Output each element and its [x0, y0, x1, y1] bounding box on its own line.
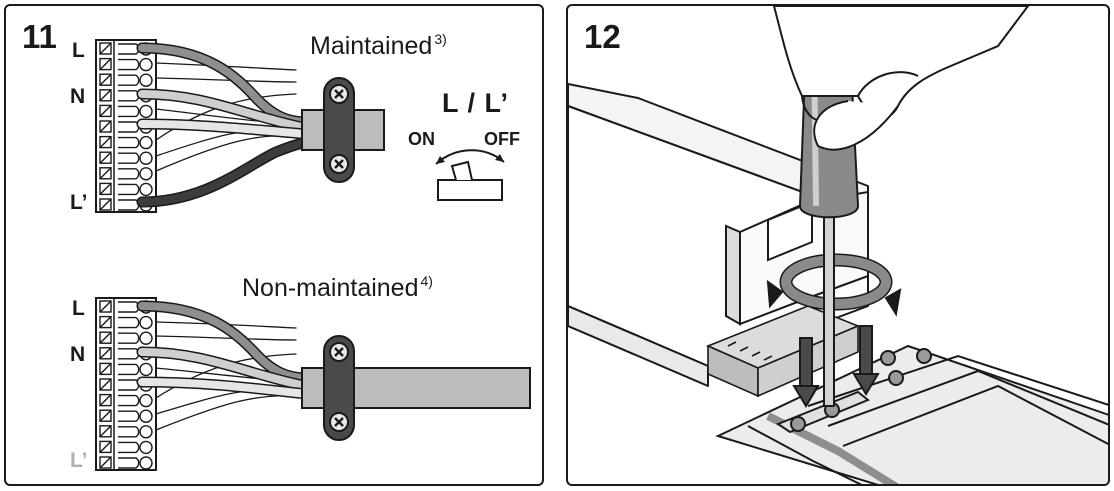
terminal-wire-entry: [118, 441, 140, 454]
terminal-label-lprime-non-maintained: L’: [70, 449, 88, 472]
terminal-clamp: [139, 167, 153, 181]
terminal-label-n-non-maintained: N: [70, 343, 86, 366]
terminal-clamp: [139, 104, 153, 119]
terminal-wire-entry: [118, 136, 140, 149]
cable-maintained: [301, 77, 385, 183]
terminal-wire-entry: [118, 316, 140, 329]
terminal-label-n: N: [70, 85, 86, 108]
step-number-11: 11: [22, 18, 57, 55]
terminal-slot-mark: [99, 58, 112, 71]
terminal-slot-mark: [99, 42, 112, 55]
terminal-clamp: [139, 182, 153, 197]
switch-on-label: ON: [408, 129, 435, 149]
terminal-wire-entry: [118, 363, 140, 376]
switch-off-label: OFF: [484, 129, 520, 149]
terminal-wire-entry: [118, 426, 140, 438]
strain-relief-clamp: [775, 348, 932, 434]
terminal-wire-entry: [118, 43, 140, 55]
cable-non-maintained: [301, 335, 531, 441]
terminal-wire-entry: [118, 183, 140, 196]
terminal-wire-entry: [118, 105, 140, 118]
terminal-wire-entry: [118, 457, 140, 469]
terminal-slot-mark: [99, 167, 112, 180]
terminal-clamp: [139, 315, 153, 330]
terminal-clamp: [139, 331, 153, 345]
terminal-wire-entry: [118, 152, 140, 164]
terminal-wire-entry: [118, 58, 140, 71]
terminal-clamp: [139, 135, 153, 150]
terminal-wire-entry: [118, 90, 140, 102]
wiring-diagram-svg: [95, 39, 531, 471]
switch-icon: [435, 149, 505, 201]
terminal-label-l: L: [72, 39, 85, 62]
terminal-slot-mark: [99, 73, 112, 86]
terminal-slot-mark: [99, 104, 112, 117]
terminal-wire-entry: [118, 332, 140, 344]
wires-maintained: [136, 42, 312, 208]
terminal-wire-entry: [118, 301, 140, 313]
screwdriver-panel-12: 12: [566, 4, 1110, 486]
non-maintained-footnote: 4): [420, 273, 433, 289]
step-number-12: 12: [584, 18, 621, 55]
terminal-clamp: [139, 425, 153, 439]
installation-illustration-svg: [568, 6, 1108, 484]
rotation-arrow-icon: [766, 253, 902, 317]
terminal-slot-mark: [99, 331, 112, 344]
terminal-slot-mark: [99, 394, 112, 407]
terminal-slot-mark: [99, 456, 112, 469]
terminal-slot-mark: [99, 198, 112, 211]
terminal-slot-mark: [99, 409, 112, 422]
terminal-clamp: [139, 440, 153, 455]
terminal-wire-entry: [118, 199, 140, 211]
terminal-slot-mark: [99, 300, 112, 313]
terminal-slot-mark: [99, 120, 112, 133]
terminal-slot-mark: [99, 440, 112, 453]
maintained-footnote: 3): [434, 31, 447, 47]
terminal-wire-entry: [118, 74, 140, 86]
switch-label: L / L’: [442, 88, 510, 118]
terminal-label-l-non-maintained: L: [72, 297, 85, 320]
terminal-wire-entry: [118, 121, 140, 133]
terminal-slot-mark: [99, 182, 112, 195]
terminal-clamp: [139, 57, 153, 72]
terminal-slot-mark: [99, 347, 112, 360]
push-down-arrow-icons: [792, 325, 880, 408]
terminal-wire-entry: [118, 410, 140, 422]
terminal-clamp: [139, 73, 153, 87]
terminal-clamp: [139, 409, 153, 423]
terminal-clamp: [139, 393, 153, 408]
terminal-clamp: [139, 456, 153, 470]
terminal-wire-entry: [118, 394, 140, 407]
terminal-slot-mark: [99, 316, 112, 329]
terminal-slot-mark: [99, 89, 112, 102]
terminal-label-lprime: L’: [70, 191, 88, 214]
terminal-slot-mark: [99, 425, 112, 438]
terminal-clamp: [139, 151, 153, 165]
hand-illustration: [772, 6, 1030, 151]
terminal-clamp: [139, 362, 153, 377]
terminal-slot-mark: [99, 136, 112, 149]
terminal-wire-entry: [118, 379, 140, 391]
terminal-wire-entry: [118, 348, 140, 360]
terminal-wire-entry: [118, 168, 140, 180]
terminal-slot-mark: [99, 378, 112, 391]
terminal-slot-mark: [99, 151, 112, 164]
wires-non-maintained: [136, 300, 312, 431]
terminal-slot-mark: [99, 362, 112, 375]
